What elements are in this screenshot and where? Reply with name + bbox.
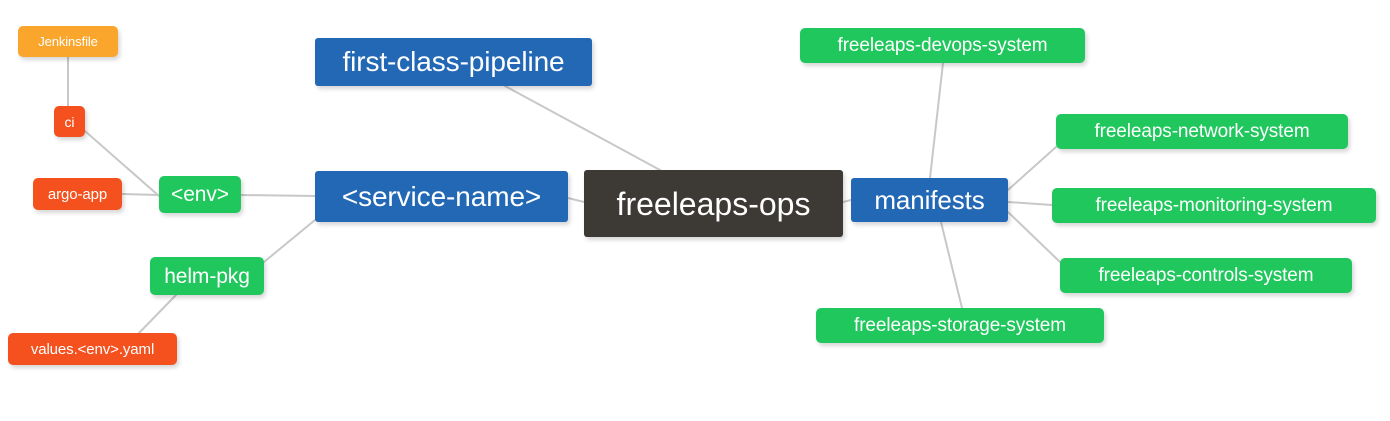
node-argo-app[interactable]: argo-app bbox=[33, 178, 122, 210]
node-label: first-class-pipeline bbox=[342, 46, 565, 77]
node-jenkinsfile[interactable]: Jenkinsfile bbox=[18, 26, 118, 57]
node-values-yaml[interactable]: values.<env>.yaml bbox=[8, 333, 177, 365]
node-label: ci bbox=[64, 113, 75, 130]
node-service-name[interactable]: <service-name> bbox=[315, 171, 568, 222]
node-label: <env> bbox=[171, 183, 229, 206]
node-storage-system[interactable]: freeleaps-storage-system bbox=[816, 308, 1104, 343]
node-helm-pkg[interactable]: helm-pkg bbox=[150, 257, 264, 295]
node-monitoring-system[interactable]: freeleaps-monitoring-system bbox=[1052, 188, 1376, 223]
node-freeleaps-ops[interactable]: freeleaps-ops bbox=[584, 170, 843, 237]
node-label: values.<env>.yaml bbox=[30, 340, 155, 358]
node-label: freeleaps-controls-system bbox=[1098, 265, 1314, 286]
node-manifests[interactable]: manifests bbox=[851, 178, 1008, 222]
node-controls-system[interactable]: freeleaps-controls-system bbox=[1060, 258, 1352, 293]
node-first-class-pipeline[interactable]: first-class-pipeline bbox=[315, 38, 592, 86]
node-label: freeleaps-ops bbox=[616, 185, 811, 222]
node-devops-system[interactable]: freeleaps-devops-system bbox=[800, 28, 1085, 63]
node-label: argo-app bbox=[47, 185, 108, 203]
node-label: freeleaps-storage-system bbox=[854, 315, 1066, 336]
node-label: manifests bbox=[874, 185, 985, 215]
node-label: freeleaps-monitoring-system bbox=[1095, 195, 1333, 216]
node-label: Jenkinsfile bbox=[38, 34, 98, 49]
node-label: <service-name> bbox=[341, 180, 542, 212]
node-label: freeleaps-devops-system bbox=[837, 35, 1048, 56]
node-ci[interactable]: ci bbox=[54, 106, 85, 137]
node-network-system[interactable]: freeleaps-network-system bbox=[1056, 114, 1348, 149]
node-label: freeleaps-network-system bbox=[1094, 121, 1310, 142]
node-label: helm-pkg bbox=[164, 264, 250, 288]
node-env[interactable]: <env> bbox=[159, 176, 241, 213]
